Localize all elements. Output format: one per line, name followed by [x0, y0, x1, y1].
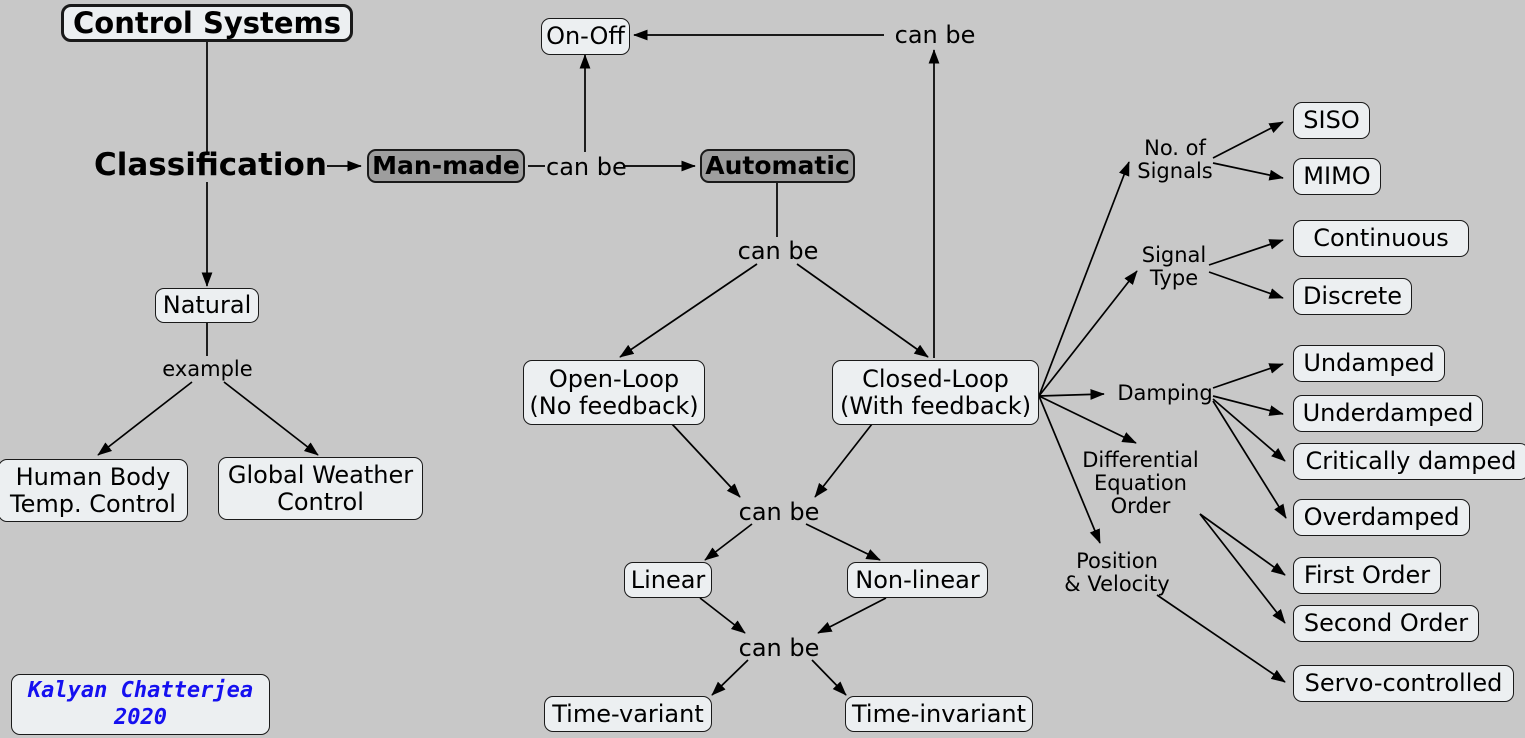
edge-canbe-closedloop [796, 263, 929, 358]
edge-openloop-canbe2 [671, 423, 741, 498]
edge-closedloop-noofsignals [1038, 161, 1130, 397]
node-non-linear[interactable]: Non-linear [847, 562, 988, 598]
label-differential-equation-order: Differential Equation Order [1082, 448, 1199, 519]
node-on-off[interactable]: On-Off [541, 18, 630, 55]
edge-canbe-openloop [619, 263, 758, 358]
node-time-invariant[interactable]: Time-invariant [845, 696, 1033, 732]
node-time-variant[interactable]: Time-variant [544, 696, 712, 732]
edge-diffeqorder-firstorder [1199, 513, 1286, 576]
edge-label-can-be-loops-linearity: can be [738, 498, 820, 526]
node-first-order[interactable]: First Order [1293, 557, 1441, 594]
label-no-of-signals: No. of Signals [1137, 136, 1213, 184]
edge-linear-canbe3 [699, 597, 746, 634]
edge-label-can-be-manmade-automatic: can be [546, 153, 627, 181]
node-linear[interactable]: Linear [624, 562, 712, 598]
node-mimo[interactable]: MIMO [1293, 158, 1381, 195]
edge-label-can-be-to-onoff: can be [894, 21, 976, 49]
edge-canbe2-linear [704, 523, 753, 561]
edge-damping-criticallydamped [1212, 398, 1286, 462]
label-damping: Damping [1117, 381, 1213, 405]
node-global-weather-control[interactable]: Global Weather Control [218, 457, 423, 520]
label-classification: Classification [94, 147, 327, 183]
edge-example-humanbody [97, 381, 193, 456]
node-critically-damped[interactable]: Critically damped [1293, 443, 1525, 480]
node-human-body-temp-control[interactable]: Human Body Temp. Control [0, 459, 188, 522]
node-overdamped[interactable]: Overdamped [1293, 499, 1470, 536]
node-underdamped[interactable]: Underdamped [1293, 395, 1483, 432]
edge-closedloop-canbe2 [814, 423, 873, 498]
node-automatic[interactable]: Automatic [700, 149, 855, 183]
edge-noofsignals-mimo [1212, 162, 1284, 181]
edge-example-globalweather [223, 381, 319, 456]
label-position-velocity: Position & Velocity [1064, 549, 1170, 597]
node-servo-controlled[interactable]: Servo-controlled [1293, 665, 1514, 702]
node-natural[interactable]: Natural [155, 288, 259, 323]
edge-damping-underdamped [1212, 395, 1284, 416]
edge-diffeqorder-secondorder [1199, 513, 1286, 624]
edge-label-example-natural: example [162, 357, 253, 381]
edge-closedloop-damping [1038, 388, 1105, 400]
edge-positionvelocity-servocontrolled [1156, 594, 1286, 683]
node-closed-loop[interactable]: Closed-Loop (With feedback) [832, 360, 1039, 425]
node-man-made[interactable]: Man-made [367, 149, 525, 183]
node-open-loop[interactable]: Open-Loop (No feedback) [523, 360, 705, 425]
edge-canbe3-timeinvariant [811, 659, 847, 696]
edge-label-can-be-linearity-time: can be [738, 634, 820, 662]
edge-nonlinear-canbe3 [817, 597, 887, 634]
node-continuous[interactable]: Continuous [1293, 220, 1469, 257]
edge-damping-undamped [1212, 363, 1284, 389]
edge-signaltype-discrete [1208, 271, 1284, 299]
node-undamped[interactable]: Undamped [1293, 345, 1445, 382]
edge-signaltype-continuous [1208, 239, 1284, 266]
node-author-signature: Kalyan Chatterjea 2020 [11, 674, 270, 735]
edge-canbe3-timevariant [711, 659, 749, 696]
node-control-systems[interactable]: Control Systems [61, 4, 353, 42]
node-siso[interactable]: SISO [1293, 102, 1370, 139]
edge-label-can-be-automatic-loops: can be [737, 237, 819, 265]
edge-canbe2-nonlinear [805, 523, 881, 561]
label-signal-type: Signal Type [1141, 243, 1207, 291]
edge-noofsignals-siso [1212, 121, 1284, 159]
node-second-order[interactable]: Second Order [1293, 605, 1479, 642]
edge-damping-overdamped [1212, 400, 1287, 519]
node-discrete[interactable]: Discrete [1293, 278, 1412, 315]
edge-closedloop-signaltype [1038, 270, 1138, 397]
